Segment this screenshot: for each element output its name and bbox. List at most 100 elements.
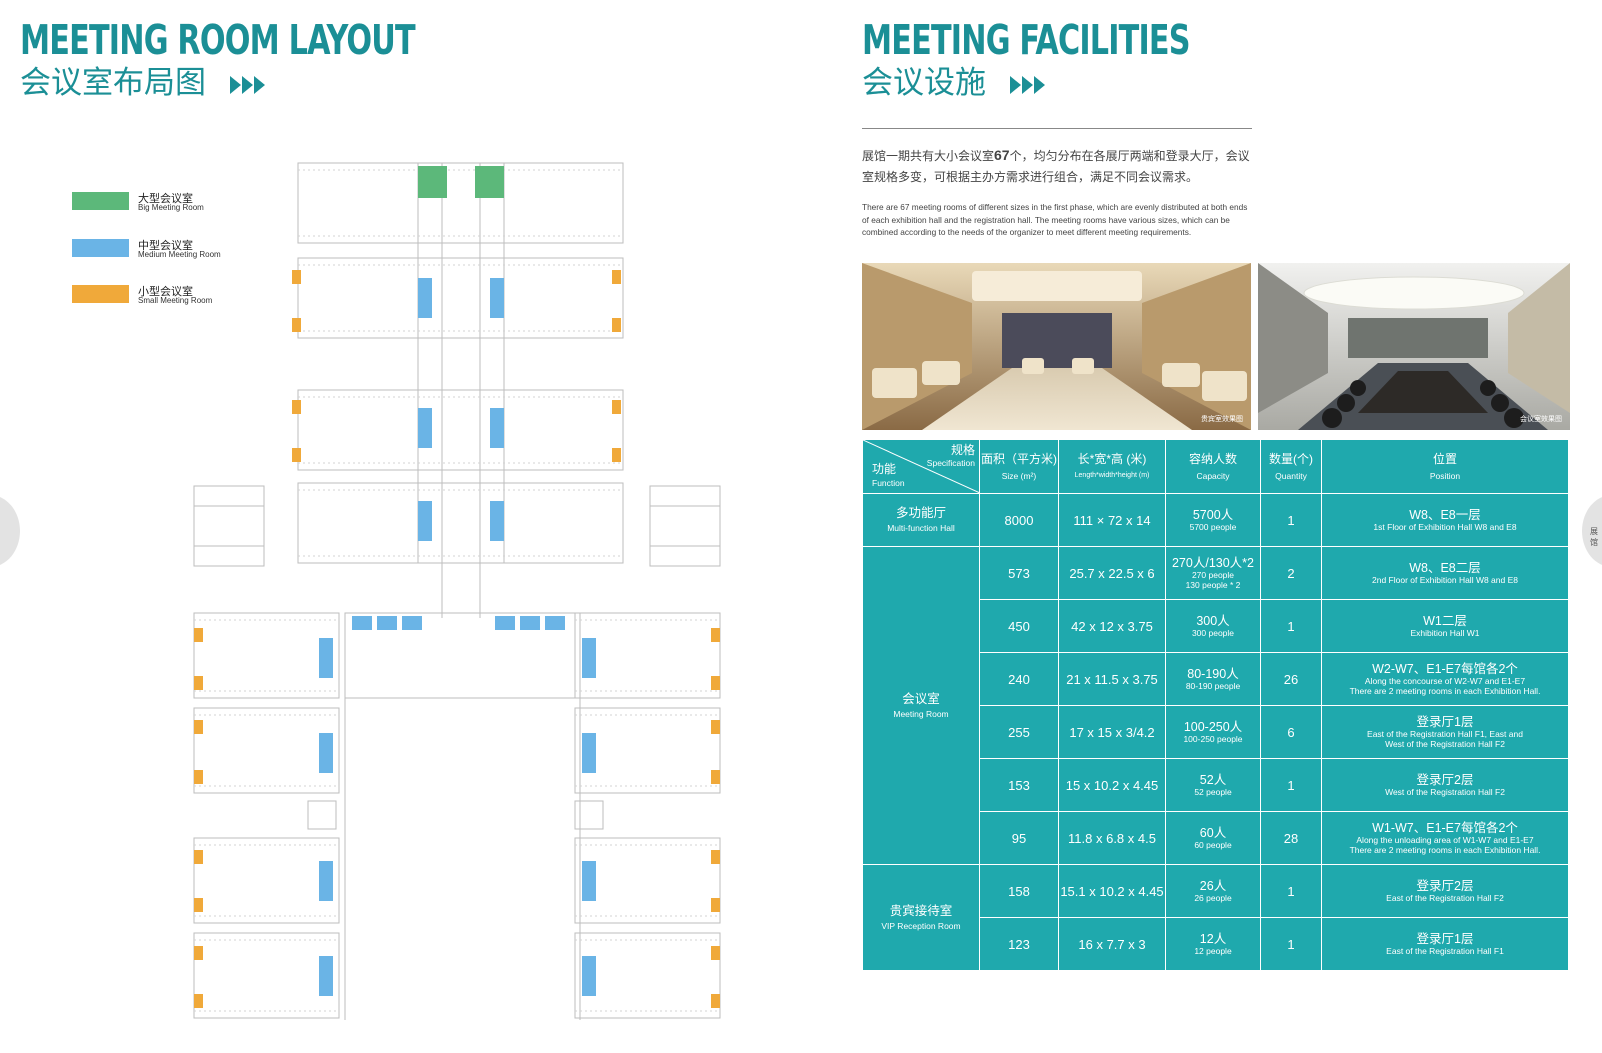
- cell-cap-en: 80-190 people: [1185, 680, 1241, 691]
- cell-cap-cn: 300人: [1196, 613, 1230, 628]
- cell-quantity: 1: [1260, 758, 1322, 812]
- divider-line: [862, 128, 1252, 129]
- header-diagonal-cell: 规格 Specification 功能 Function: [862, 439, 980, 494]
- cell-cap-en: 100-250 people: [1183, 733, 1243, 744]
- group-vip-cn: 贵宾接待室: [889, 903, 953, 918]
- cell-cap-en: 5700 people: [1189, 521, 1237, 532]
- layout-subtitle: 会议室布局图: [20, 68, 266, 100]
- big-room: [418, 166, 447, 198]
- cell-cap-cn: 12人: [1199, 931, 1227, 946]
- cell-pos-cn: W8、E8一层: [1409, 507, 1481, 522]
- header-quantity: 数量(个)Quantity: [1260, 439, 1322, 494]
- cell-quantity: 28: [1260, 811, 1322, 865]
- floor-plan: [193, 162, 721, 1020]
- cell-pos-en: East of the Registration Hall F2: [1386, 892, 1504, 903]
- cell-pos-en: 2nd Floor of Exhibition Hall W8 and E8: [1372, 574, 1518, 585]
- cell-size: 123: [979, 917, 1059, 971]
- cell-pos-cn: 登录厅2层: [1416, 878, 1474, 893]
- cell-pos-cn: W1二层: [1423, 613, 1467, 628]
- cell-pos-en2: There are 2 meeting rooms in each Exhibi…: [1349, 686, 1541, 696]
- header-size-en: Size (m²): [1001, 470, 1037, 481]
- cell-size: 153: [979, 758, 1059, 812]
- cell-cap-en: 300 people: [1191, 627, 1235, 638]
- cell-pos-en2: There are 2 meeting rooms in each Exhibi…: [1349, 845, 1541, 855]
- legend-medium-en: Medium Meeting Room: [138, 250, 221, 259]
- group-meeting-en: Meeting Room: [893, 708, 949, 719]
- cell-dimensions: 16 x 7.7 x 3: [1058, 917, 1166, 971]
- cell-cap-cn: 100-250人: [1183, 719, 1243, 734]
- cell-cap-cn: 60人: [1199, 825, 1227, 840]
- cell-pos-en: Along the unloading area of W1-W7 and E1…: [1356, 834, 1534, 845]
- header-function-cn: 功能: [872, 462, 897, 476]
- vip-room-image: [862, 263, 1251, 430]
- cell-cap-cn: 52人: [1199, 772, 1227, 787]
- legend-medium-cn: 中型会议室: [138, 240, 193, 252]
- hall-block-4: [297, 482, 624, 564]
- facilities-subtitle: 会议设施: [862, 68, 1046, 100]
- cell-quantity: 1: [1260, 917, 1322, 971]
- cell-pos-cn: W1-W7、E1-E7每馆各2个: [1372, 820, 1518, 835]
- hall-block-1: [297, 162, 624, 244]
- header-pos-en: Position: [1429, 470, 1461, 481]
- intro-cn-count: 67: [994, 147, 1010, 163]
- cell-dimensions: 111 × 72 x 14: [1058, 493, 1166, 547]
- next-page-label[interactable]: 展馆: [1590, 527, 1598, 547]
- triple-arrow-icon: [229, 69, 266, 100]
- cell-dimensions: 15.1 x 10.2 x 4.45: [1058, 864, 1166, 918]
- header-spec: 规格 Specification: [927, 443, 975, 469]
- prev-page-button[interactable]: [0, 495, 20, 567]
- legend-big-cn: 大型会议室: [138, 193, 193, 205]
- meeting-room-photo: 会议室效果图: [1258, 263, 1570, 430]
- group-vip-en: VIP Reception Room: [881, 920, 961, 931]
- diagonal-line: [863, 440, 979, 493]
- layout-subtitle-text: 会议室布局图: [20, 65, 206, 101]
- side-building-east: [649, 485, 721, 567]
- cell-quantity: 26: [1260, 652, 1322, 706]
- header-dim-en: Length*width*height (m): [1074, 471, 1150, 479]
- next-page-button[interactable]: [1582, 495, 1602, 567]
- cell-quantity: 1: [1260, 493, 1322, 547]
- cell-pos-en: 1st Floor of Exhibition Hall W8 and E8: [1373, 521, 1517, 532]
- cell-cap-cn: 270人/130人*2: [1171, 555, 1254, 570]
- intro-cn-after: 个，均匀分布在各展厅两端和登录大厅，会议室规格多变，可根据主办方需求进行组合，满…: [862, 149, 1250, 184]
- cell-pos-cn: 登录厅1层: [1416, 714, 1474, 729]
- header-spec-en: Specification: [926, 458, 975, 468]
- header-spec-cn: 规格: [950, 443, 975, 457]
- cell-pos-cn: 登录厅2层: [1416, 772, 1474, 787]
- cell-cap-cn: 26人: [1199, 878, 1227, 893]
- cell-dimensions: 17 x 15 x 3/4.2: [1058, 705, 1166, 759]
- cell-dimensions: 15 x 10.2 x 4.45: [1058, 758, 1166, 812]
- group-meeting-cn: 会议室: [902, 691, 940, 706]
- cell-size: 8000: [979, 493, 1059, 547]
- legend-swatch-blue: [72, 239, 129, 257]
- group-vip-reception: 贵宾接待室 VIP Reception Room: [862, 864, 980, 971]
- cell-cap-en: 60 people: [1194, 839, 1232, 850]
- cell-dimensions: 25.7 x 22.5 x 6: [1058, 546, 1166, 600]
- cell-size: 450: [979, 599, 1059, 653]
- triple-arrow-icon: [1009, 69, 1046, 100]
- legend-swatch-green: [72, 192, 129, 210]
- cell-pos-en: East of the Registration Hall F1: [1386, 945, 1504, 956]
- cell-pos-cn: W2-W7、E1-E7每馆各2个: [1372, 661, 1518, 676]
- cell-size: 240: [979, 652, 1059, 706]
